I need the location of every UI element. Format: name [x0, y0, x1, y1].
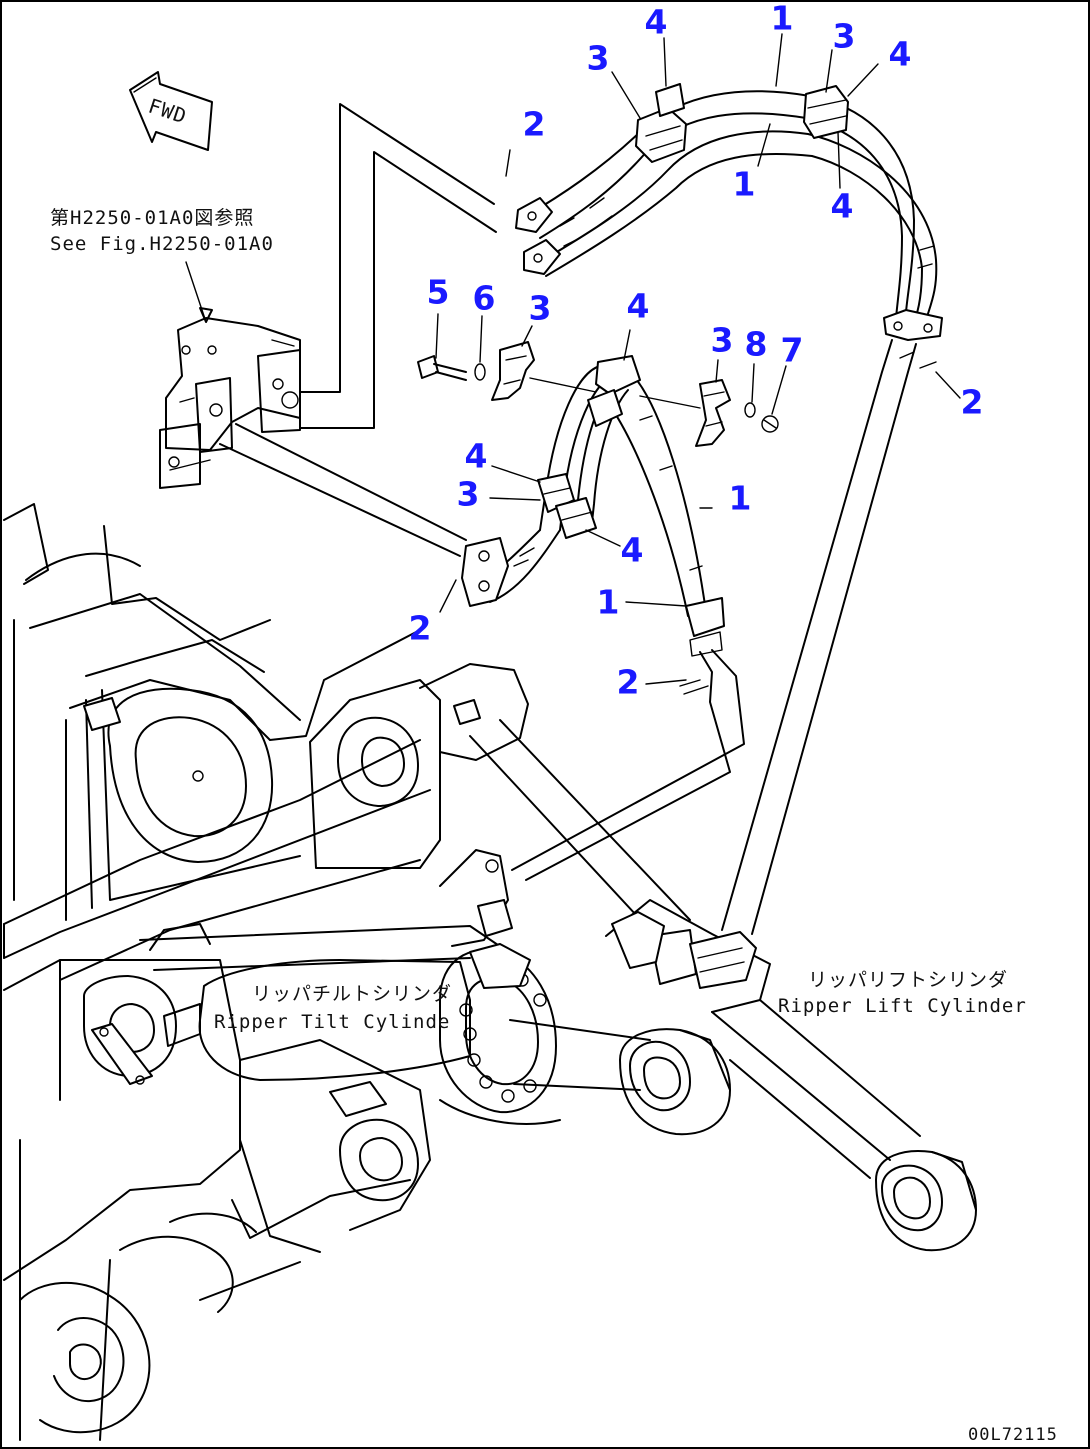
callout-3[interactable]: 3: [710, 320, 734, 360]
exploded-hardware: [417, 341, 779, 447]
see-fig-note-en: See Fig.H2250-01A0: [50, 233, 274, 255]
callout-3[interactable]: 3: [528, 288, 552, 328]
callout-4[interactable]: 4: [626, 286, 650, 326]
fitting-2-mid: [679, 679, 709, 695]
note-arrow-icon: [199, 307, 213, 323]
tube-upper-inner: [299, 151, 497, 429]
see-fig-note-ja: 第H2250-01A0図参照: [50, 207, 255, 229]
tube-tilt-a: [525, 651, 731, 881]
callout-4[interactable]: 4: [464, 436, 488, 476]
fitting-2-right: [899, 351, 937, 369]
callout-4[interactable]: 4: [620, 530, 644, 570]
tube-upper-outer: [299, 103, 495, 393]
callout-4[interactable]: 4: [888, 34, 912, 74]
ripper-lift-cylinder: [605, 899, 977, 1252]
ripper-frame: [3, 503, 691, 1441]
control-valve-assembly: [159, 317, 301, 489]
callout-7[interactable]: 7: [780, 330, 804, 370]
callout-1[interactable]: 1: [770, 0, 794, 38]
callout-2[interactable]: 2: [616, 662, 640, 702]
callout-1[interactable]: 1: [728, 478, 752, 518]
callout-3[interactable]: 3: [456, 474, 480, 514]
lift-cylinder-label-ja: リッパリフトシリンダ: [808, 969, 1009, 991]
callout-3[interactable]: 3: [832, 16, 856, 56]
ripper-tilt-cylinder: [139, 923, 731, 1136]
tilt-cylinder-label-en: Ripper Tilt Cylinde: [214, 1011, 451, 1033]
tube-right-a: [721, 339, 893, 931]
callout-1[interactable]: 1: [732, 164, 756, 204]
callout-4[interactable]: 4: [830, 186, 854, 226]
middle-hose-pair: [461, 355, 725, 657]
callout-6[interactable]: 6: [472, 278, 496, 318]
tilt-cylinder-label-ja: リッパチルトシリンダ: [252, 983, 453, 1005]
lift-cylinder-label-en: Ripper Lift Cylinder: [778, 995, 1027, 1017]
upper-hose-pair: [515, 83, 943, 341]
callout-4[interactable]: 4: [644, 2, 668, 42]
callout-5[interactable]: 5: [426, 272, 450, 312]
callout-3[interactable]: 3: [586, 38, 610, 78]
callout-1[interactable]: 1: [596, 582, 620, 622]
callout-2[interactable]: 2: [522, 104, 546, 144]
callout-2[interactable]: 2: [960, 382, 984, 422]
tube-lower-b: [235, 423, 467, 541]
tube-right-b: [751, 343, 917, 935]
callout-8[interactable]: 8: [744, 324, 768, 364]
tube-tilt-b: [511, 649, 745, 871]
tube-lower-a: [219, 443, 461, 557]
drawing-code: 00L72115: [968, 1425, 1058, 1445]
fwd-arrow-icon: [129, 71, 213, 151]
callout-2[interactable]: 2: [408, 608, 432, 648]
